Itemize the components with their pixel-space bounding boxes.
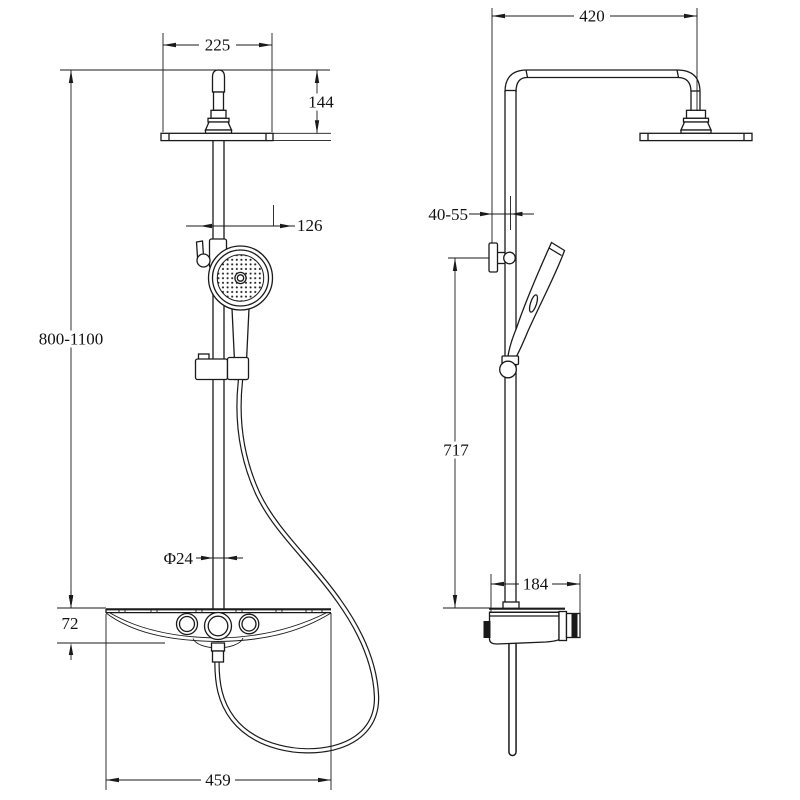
front-view xyxy=(105,69,380,754)
dim-valve-width-label: 184 xyxy=(523,575,549,594)
shower-hose-front-icon xyxy=(214,375,380,754)
dim-shelf-span-label: 459 xyxy=(205,771,231,790)
dimension-wall-clearance: 40-55 xyxy=(428,196,534,230)
dimension-valve-width: 184 xyxy=(490,574,581,613)
hose-connector-front-icon xyxy=(210,642,226,663)
dim-head-width-label: 225 xyxy=(205,36,231,55)
dimension-shelf-height: 72 xyxy=(57,591,165,660)
shelf-edge-ticks-icon xyxy=(118,609,323,613)
shower-arm-side-icon xyxy=(504,69,753,142)
dim-arm-reach-label: 420 xyxy=(579,7,605,26)
dim-bracket-to-valve-label: 717 xyxy=(443,441,469,460)
dimension-handshower-offset: 126 xyxy=(186,205,323,235)
dim-handshower-offset-label: 126 xyxy=(297,216,323,235)
dimensions: 225 144 126 800-1100 xyxy=(38,7,698,790)
dim-shelf-height-label: 72 xyxy=(62,614,79,633)
shelf-buttons-icon xyxy=(175,611,260,641)
dimension-pipe-diameter: Φ24 xyxy=(164,549,243,568)
dimension-head-drop: 144 xyxy=(273,70,337,142)
overhead-shower-front-icon xyxy=(160,69,274,142)
dimension-bracket-to-valve: 717 xyxy=(442,257,490,609)
dimension-shelf-span: 459 xyxy=(105,613,332,790)
valve-body-side-icon xyxy=(483,601,581,645)
dimension-head-width: 225 xyxy=(162,33,273,132)
wall-bracket-side-icon xyxy=(488,242,516,273)
dim-wall-clearance-label: 40-55 xyxy=(428,205,468,224)
dim-pipe-diameter-label: Φ24 xyxy=(164,549,194,568)
dim-overall-height-label: 800-1100 xyxy=(39,330,104,349)
slider-holder-front-icon xyxy=(194,353,250,381)
side-view xyxy=(483,69,753,757)
dim-head-drop-label: 144 xyxy=(308,93,334,112)
shelf-valve-front-icon xyxy=(105,608,332,649)
dimension-arm-reach: 420 xyxy=(491,7,698,243)
slider-holder-side-icon xyxy=(499,355,520,379)
dimension-overall-height: 800-1100 xyxy=(38,70,104,608)
